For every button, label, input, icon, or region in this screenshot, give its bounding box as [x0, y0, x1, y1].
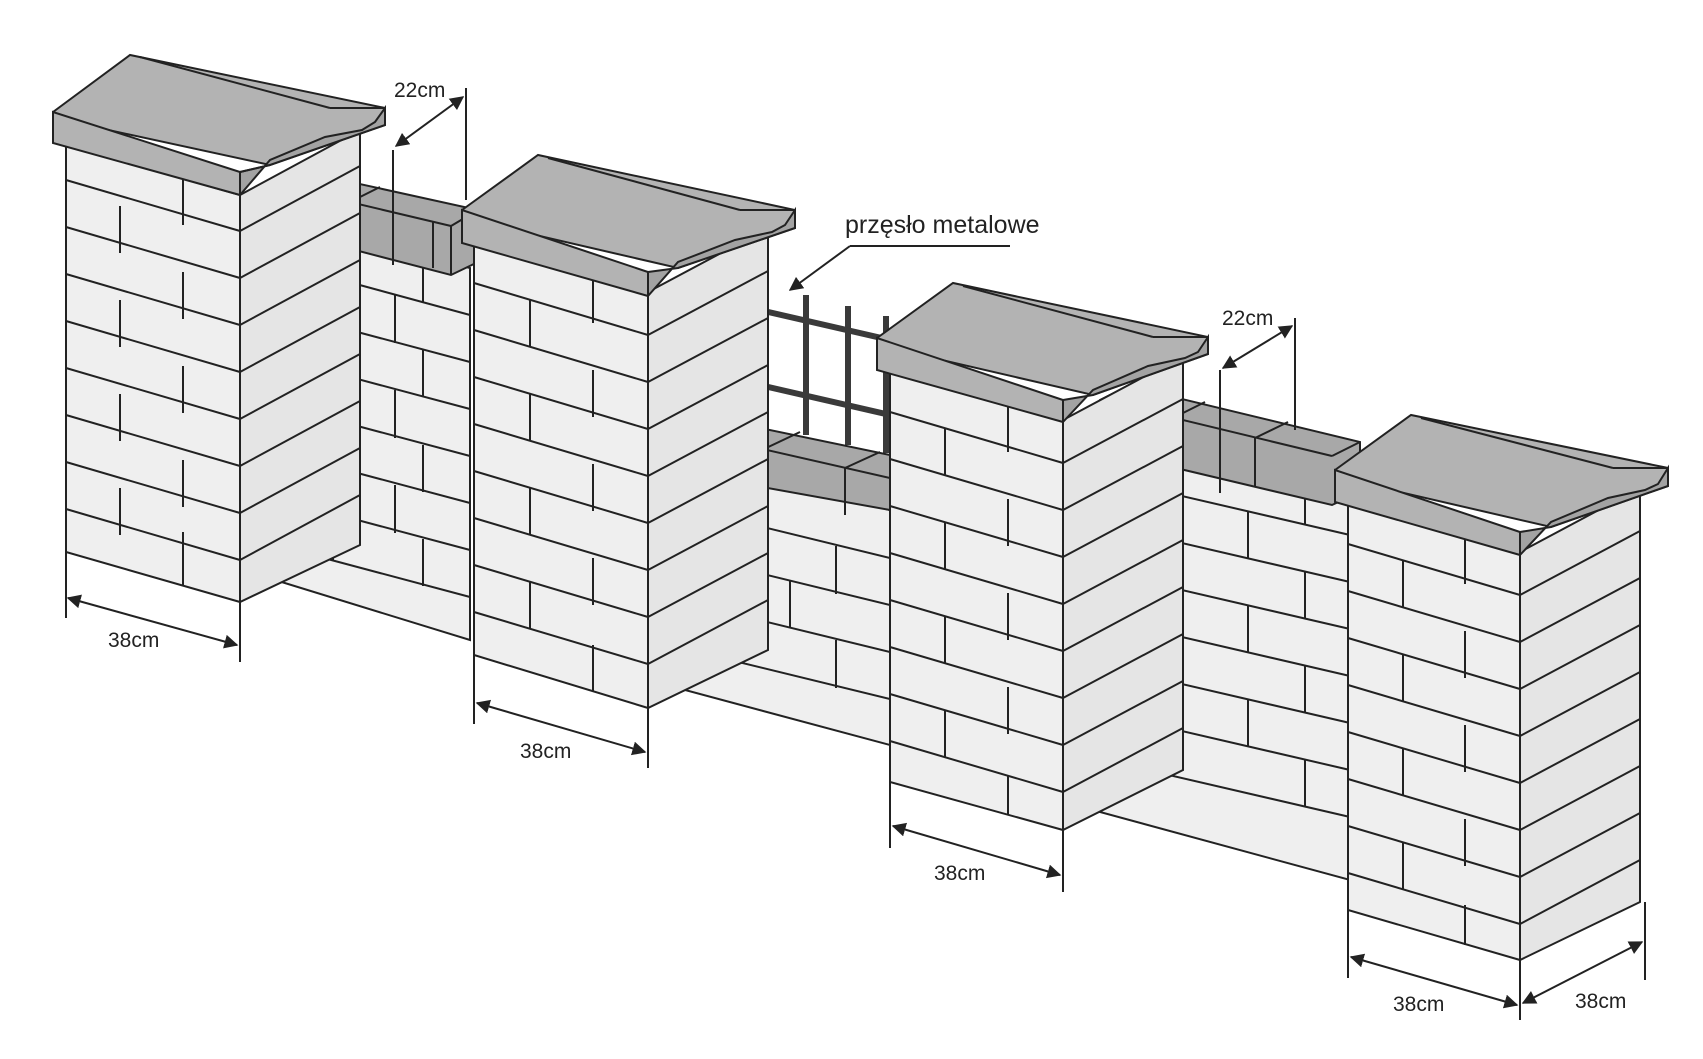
pillar-2-cap [461, 153, 796, 299]
pillar-3-width-label: 38cm [934, 862, 985, 885]
wall-2-depth-label: 22cm [1222, 307, 1273, 330]
callout-metal-span-label: przęsło metalowe [845, 211, 1040, 239]
callout-leader [788, 245, 1010, 291]
wall-1-depth-label: 22cm [394, 79, 445, 102]
pillar-1-brick-courses [65, 165, 361, 585]
dimension-wall-1-depth [392, 88, 467, 265]
dimension-pillar-1-width [65, 552, 241, 662]
pillar-3-cap [876, 281, 1209, 425]
pillar-2 [461, 153, 796, 710]
pillar-1-width-label: 38cm [108, 629, 159, 652]
dimension-wall-2-depth [1219, 318, 1296, 493]
dimension-pillar-3-width [889, 782, 1064, 892]
pillar-4 [1334, 413, 1669, 962]
pillar-4-brick-courses [1347, 530, 1641, 945]
pillar-3 [876, 281, 1209, 832]
dimension-pillar-2-width [473, 655, 649, 768]
dimension-pillar-4-width [1347, 910, 1521, 1020]
pillar-1-cap [52, 53, 386, 198]
pillar-2-width-label: 38cm [520, 740, 571, 763]
pillar-4-cap [1334, 413, 1669, 558]
pillar-4-depth-label: 38cm [1575, 990, 1626, 1013]
pillar-1 [52, 53, 386, 604]
pillar-3-brick-courses [889, 398, 1184, 815]
pillar-4-width-label: 38cm [1393, 993, 1444, 1016]
dimension-pillar-4-depth [1521, 902, 1646, 1004]
pillar-2-brick-courses [473, 270, 769, 692]
